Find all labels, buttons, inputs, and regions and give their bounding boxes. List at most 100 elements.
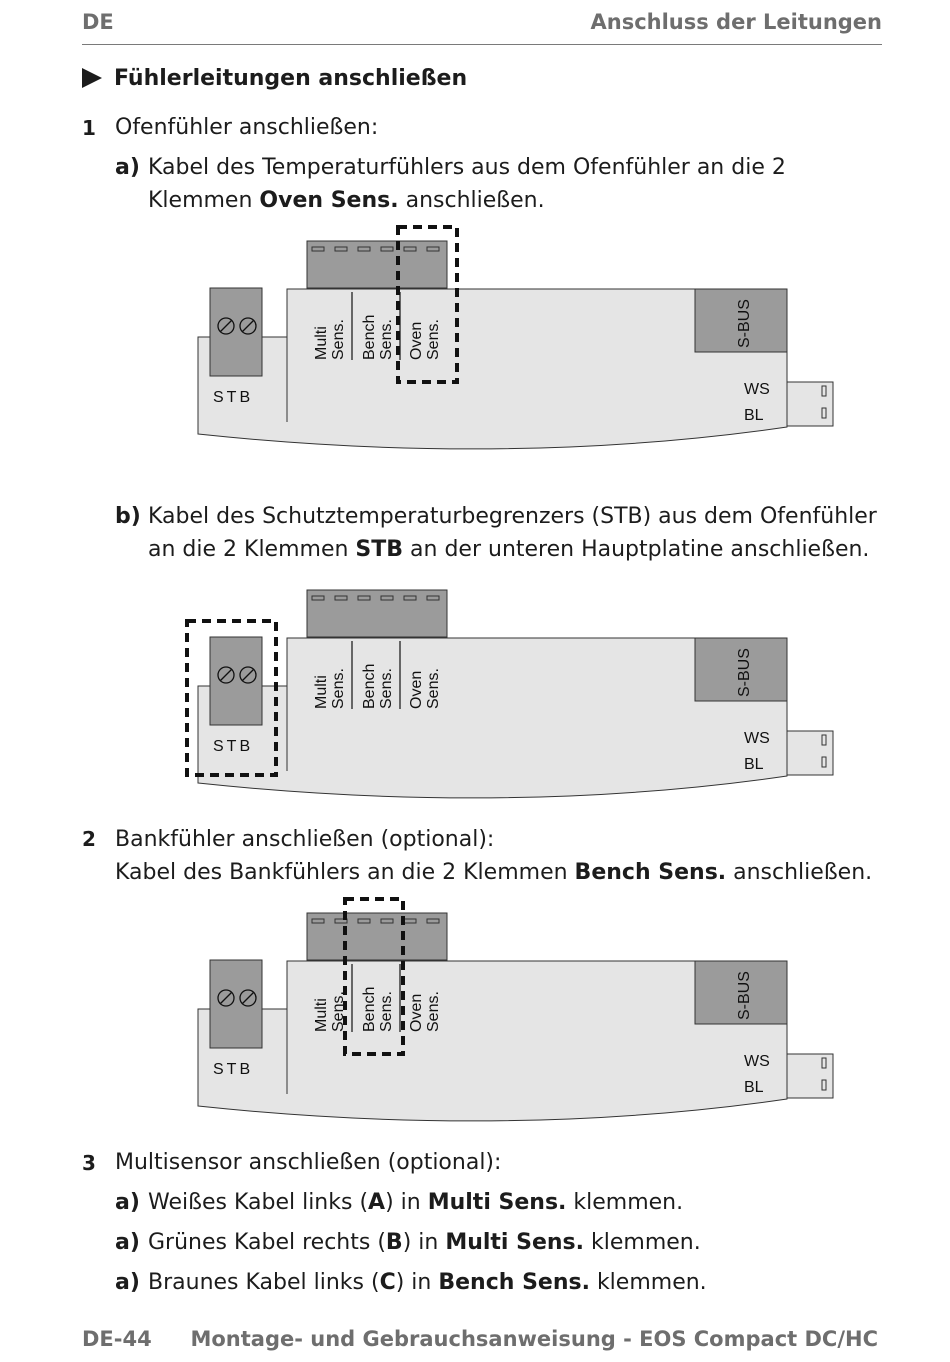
wiring-diagram-bench-sens: STB Multi Sens. Bench Sens. Oven Sens. S…	[197, 897, 834, 1122]
sbus-label: S-BUS	[736, 299, 753, 348]
oven-label-1: Oven	[408, 994, 425, 1032]
bl-label: BL	[744, 407, 764, 424]
sbus-block	[694, 637, 788, 702]
step-3b-label: a)	[115, 1230, 140, 1255]
sensor-terminal-block	[306, 240, 448, 289]
oven-label-2: Sens.	[425, 668, 442, 709]
step-3a-bold-2: Multi Sens.	[427, 1190, 567, 1215]
step-1-number: 1	[82, 116, 96, 140]
ws-bl-connector	[786, 730, 834, 776]
sbus-block	[694, 288, 788, 353]
ws-label: WS	[744, 381, 770, 398]
oven-label-2: Sens.	[425, 319, 442, 360]
step-3c-label: a)	[115, 1270, 140, 1295]
step-1b-pre: Kabel des Schutztemperaturbegrenzers (ST…	[148, 504, 877, 562]
bench-label-1: Bench	[361, 987, 378, 1032]
step-3b-bold-2: Multi Sens.	[445, 1230, 585, 1255]
terminal-slot-icon	[311, 918, 440, 924]
step-2-pre: Kabel des Bankfühlers an die 2 Klemmen	[115, 860, 575, 885]
step-3b-text: Grünes Kabel rechts (B) in Multi Sens. k…	[148, 1226, 888, 1259]
step-3-number: 3	[82, 1151, 96, 1175]
step-3b-pre: Grünes Kabel rechts (	[148, 1230, 386, 1255]
bench-label-1: Bench	[361, 664, 378, 709]
board-shapes	[197, 240, 834, 450]
sbus-block	[694, 960, 788, 1025]
highlight-bench-sens	[343, 897, 405, 1056]
footer-page-number: DE-44	[82, 1327, 152, 1351]
bl-label: BL	[744, 756, 764, 773]
step-3a-label: a)	[115, 1190, 140, 1215]
highlight-stb	[185, 619, 278, 777]
step-3-text: Multisensor anschließen (optional):	[115, 1150, 502, 1175]
wiring-diagram-stb: STB Multi Sens. Bench Sens. Oven Sens. S…	[185, 589, 834, 799]
step-1b-label: b)	[115, 504, 141, 529]
step-3a-bold-1: A	[368, 1190, 386, 1215]
step-1a-bold: Oven Sens.	[259, 188, 399, 213]
step-1a-pre: Kabel des Temperaturfühlers aus dem Ofen…	[148, 155, 786, 213]
bl-label: BL	[744, 1079, 764, 1096]
ws-label: WS	[744, 1053, 770, 1070]
sensor-terminal-block	[306, 589, 448, 638]
terminal-slot-icon	[311, 595, 440, 601]
header-rule	[82, 44, 882, 45]
stb-label: STB	[213, 738, 253, 755]
triangle-bullet-icon	[82, 68, 102, 88]
sbus-label: S-BUS	[736, 648, 753, 697]
board-shapes	[197, 589, 834, 799]
footer-document-title: Montage- und Gebrauchsanweisung - EOS Co…	[190, 1327, 878, 1351]
step-3a-pre: Weißes Kabel links (	[148, 1190, 369, 1215]
bench-label-2: Sens.	[378, 991, 395, 1032]
step-1a-text: Kabel des Temperaturfühlers aus dem Ofen…	[148, 151, 888, 217]
step-2-number: 2	[82, 827, 96, 851]
terminal-slot-icon	[311, 246, 440, 252]
multi-label-1: Multi	[313, 998, 330, 1032]
oven-label-1: Oven	[408, 671, 425, 709]
sbus-label: S-BUS	[736, 971, 753, 1020]
step-3a-mid: ) in	[385, 1190, 428, 1215]
step-3c-mid: ) in	[395, 1270, 439, 1295]
step-1b-bold: STB	[355, 537, 404, 562]
step-1-text: Ofenfühler anschließen:	[115, 115, 379, 140]
step-3c-bold-1: C	[379, 1270, 396, 1295]
multi-label-1: Multi	[313, 675, 330, 709]
step-3a-post: klemmen.	[566, 1190, 684, 1215]
step-1b-text: Kabel des Schutztemperaturbegrenzers (ST…	[148, 500, 888, 566]
stb-label: STB	[213, 389, 253, 406]
step-1a-label: a)	[115, 155, 140, 180]
section-title-text: Fühlerleitungen anschließen	[114, 66, 468, 91]
stb-label: STB	[213, 1061, 253, 1078]
step-3b-bold-1: B	[385, 1230, 403, 1255]
stb-screw-icon	[217, 666, 257, 684]
oven-label-1: Oven	[408, 322, 425, 360]
step-3b-post: klemmen.	[584, 1230, 701, 1255]
section-title: Fühlerleitungen anschließen	[82, 66, 467, 91]
step-3c-text: Braunes Kabel links (C) in Bench Sens. k…	[148, 1266, 888, 1299]
multi-label-2: Sens.	[330, 668, 347, 709]
oven-label-2: Sens.	[425, 991, 442, 1032]
board-shapes	[197, 912, 834, 1122]
step-1b-post: an der unteren Hauptplatine anschließen.	[403, 537, 870, 562]
header-chapter: Anschluss der Leitungen	[590, 10, 883, 34]
bench-label-2: Sens.	[378, 668, 395, 709]
multi-label-2: Sens.	[330, 991, 347, 1032]
bench-label-2: Sens.	[378, 319, 395, 360]
step-3b-mid: ) in	[402, 1230, 446, 1255]
step-3c-pre: Braunes Kabel links (	[148, 1270, 380, 1295]
step-1a-post: anschließen.	[398, 188, 545, 213]
ws-bl-connector	[786, 381, 834, 427]
ws-label: WS	[744, 730, 770, 747]
stb-screw-icon	[217, 989, 257, 1007]
step-2-line1: Bankfühler anschließen (optional):	[115, 827, 495, 852]
step-2-line2: Kabel des Bankfühlers an die 2 Klemmen B…	[115, 856, 895, 889]
step-2-post: anschließen.	[726, 860, 873, 885]
stb-screw-icon	[217, 317, 257, 335]
highlight-oven-sens	[396, 225, 459, 384]
step-2-bold: Bench Sens.	[574, 860, 727, 885]
step-3c-post: klemmen.	[589, 1270, 707, 1295]
multi-label-1: Multi	[313, 326, 330, 360]
wiring-diagram-oven-sens: STB Multi Sens. Bench Sens. Oven Sens. S…	[197, 225, 834, 450]
multi-label-2: Sens.	[330, 319, 347, 360]
header-language: DE	[82, 10, 114, 34]
bench-label-1: Bench	[361, 315, 378, 360]
sensor-terminal-block	[306, 912, 448, 961]
